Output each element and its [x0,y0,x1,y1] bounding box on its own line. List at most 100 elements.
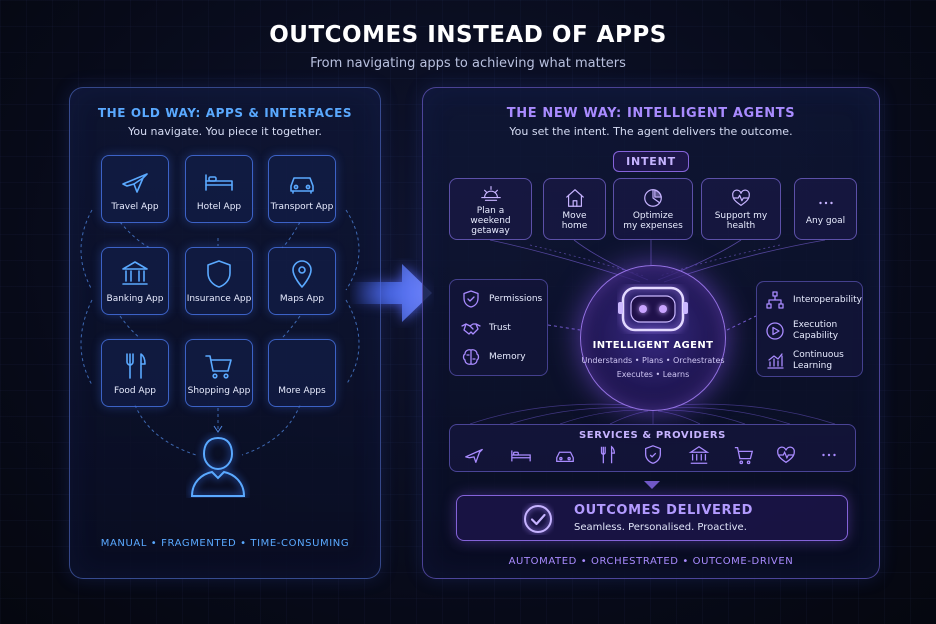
goal-tile-weekend-getaway: Plan a weekend getaway [449,178,532,240]
shopping-cart-icon [734,447,754,465]
handshake-icon [461,323,481,335]
more-dots-icon [286,350,318,382]
goal-tile-any-goal: Any goal [794,178,857,240]
capability-label-line2: Capability [793,331,839,341]
heart-pulse-icon [732,189,750,206]
more-dots-icon [818,201,833,205]
app-tile-food: Food App [101,339,169,407]
app-label: Travel App [111,202,159,212]
goal-label-line1: Move [562,211,587,221]
shield-icon [645,445,661,464]
page-title: OUTCOMES INSTEAD OF APPS [269,22,667,48]
capability-permissions: Permissions [461,289,542,309]
goal-tile-optimize-expenses: Optimize my expenses [613,178,693,240]
app-tile-shopping: Shopping App [185,339,253,407]
app-label: Shopping App [187,386,251,396]
app-label: Maps App [279,294,325,304]
bank-icon [688,445,710,464]
new-way-footer: AUTOMATED • ORCHESTRATED • OUTCOME-DRIVE… [508,556,794,567]
app-label: Banking App [106,294,164,304]
capability-execution: Execution Capability [765,320,838,342]
app-tile-insurance: Insurance App [185,247,253,315]
goal-tile-move-home: Move home [543,178,606,240]
airplane-icon [465,448,483,463]
fork-knife-icon [600,445,615,464]
app-label: Transport App [270,202,334,212]
capability-label: Execution Capability [793,320,838,342]
new-way-subtitle: You set the intent. The agent delivers t… [509,125,793,138]
services-title: SERVICES & PROVIDERS [578,430,726,441]
shopping-cart-icon [205,355,232,379]
old-way-footer: MANUAL • FRAGMENTED • TIME-CONSUMING [100,538,350,549]
execution-capabilities-box: Interoperability Execution Capability Co… [756,281,863,377]
more-dots-icon [822,453,836,457]
check-circle-icon [524,505,552,533]
map-pin-icon [292,260,312,288]
network-icon [766,291,784,309]
app-tile-transport: Transport App [268,155,336,223]
capability-memory: Memory [461,347,526,367]
capability-label-line1: Execution [793,320,838,330]
capability-label: Continuous Learning [793,350,844,372]
goal-label-line1: Optimize [632,211,674,221]
agent-title: INTELLIGENT AGENT [592,340,714,351]
goal-label-line1: Support my [714,211,768,221]
capability-label: Interoperability [793,294,862,305]
app-label: Insurance App [186,294,252,304]
outcomes-delivered-box [456,495,848,541]
goal-label-line2: home [561,221,588,231]
outcome-subtitle: Seamless. Personalised. Proactive. [574,522,747,533]
airplane-icon [122,173,148,193]
capability-label-line2: Learning [793,361,833,371]
app-label: More Apps [278,386,326,396]
capability-label: Memory [489,351,526,362]
shield-icon [207,260,231,288]
shield-check-icon [463,290,479,308]
user-icon [190,436,246,497]
car-icon [556,451,574,463]
agent-capabilities-line1: Understands • Plans • Orchestrates [581,356,725,365]
heart-pulse-icon [777,446,795,464]
capability-label-line1: Continuous [793,350,844,360]
new-way-title: THE NEW WAY: INTELLIGENT AGENTS [506,106,796,121]
fork-knife-icon [126,353,146,379]
app-tile-banking: Banking App [101,247,169,315]
app-tile-travel: Travel App [101,155,169,223]
app-label: Food App [113,386,157,396]
capability-interoperability: Interoperability [765,290,862,310]
agent-capabilities-line2: Executes • Learns [616,370,690,379]
goal-label-line2: my expenses [623,221,683,231]
brain-icon [462,349,480,365]
capability-learning: Continuous Learning [765,350,844,372]
car-icon [290,177,314,194]
goal-label-line2: weekend getaway [470,216,511,236]
pie-chart-icon [644,189,662,207]
old-way-title: THE OLD WAY: APPS & INTERFACES [97,106,353,120]
goal-label-line1: Plan a [476,206,505,216]
capability-label: Trust [489,322,511,333]
page-subtitle: From navigating apps to achieving what m… [310,56,626,71]
bank-icon [122,261,148,285]
outcome-title: OUTCOMES DELIVERED [574,503,753,518]
intelligent-agent-hub [580,265,726,411]
app-tile-maps: Maps App [268,247,336,315]
app-tile-hotel: Hotel App [185,155,253,223]
bar-chart-icon [767,353,784,369]
play-icon [766,322,784,340]
app-tile-more: More Apps [268,339,336,407]
sunset-icon [480,185,501,201]
robot-icon [618,286,688,332]
goal-label-line1: Any goal [805,216,846,226]
goal-label-line2: health [726,221,756,231]
capability-trust: Trust [461,318,511,338]
capability-label: Permissions [489,293,543,304]
old-way-subtitle: You navigate. You piece it together. [128,125,322,138]
house-icon [565,189,584,207]
goal-tile-support-health: Support my health [701,178,781,240]
trust-capabilities-box: Permissions Trust Memory [449,279,548,376]
intent-badge: INTENT [613,151,689,172]
transition-arrow-icon [350,264,432,322]
bed-icon [511,450,531,462]
bed-icon [205,174,233,191]
app-label: Hotel App [196,202,242,212]
